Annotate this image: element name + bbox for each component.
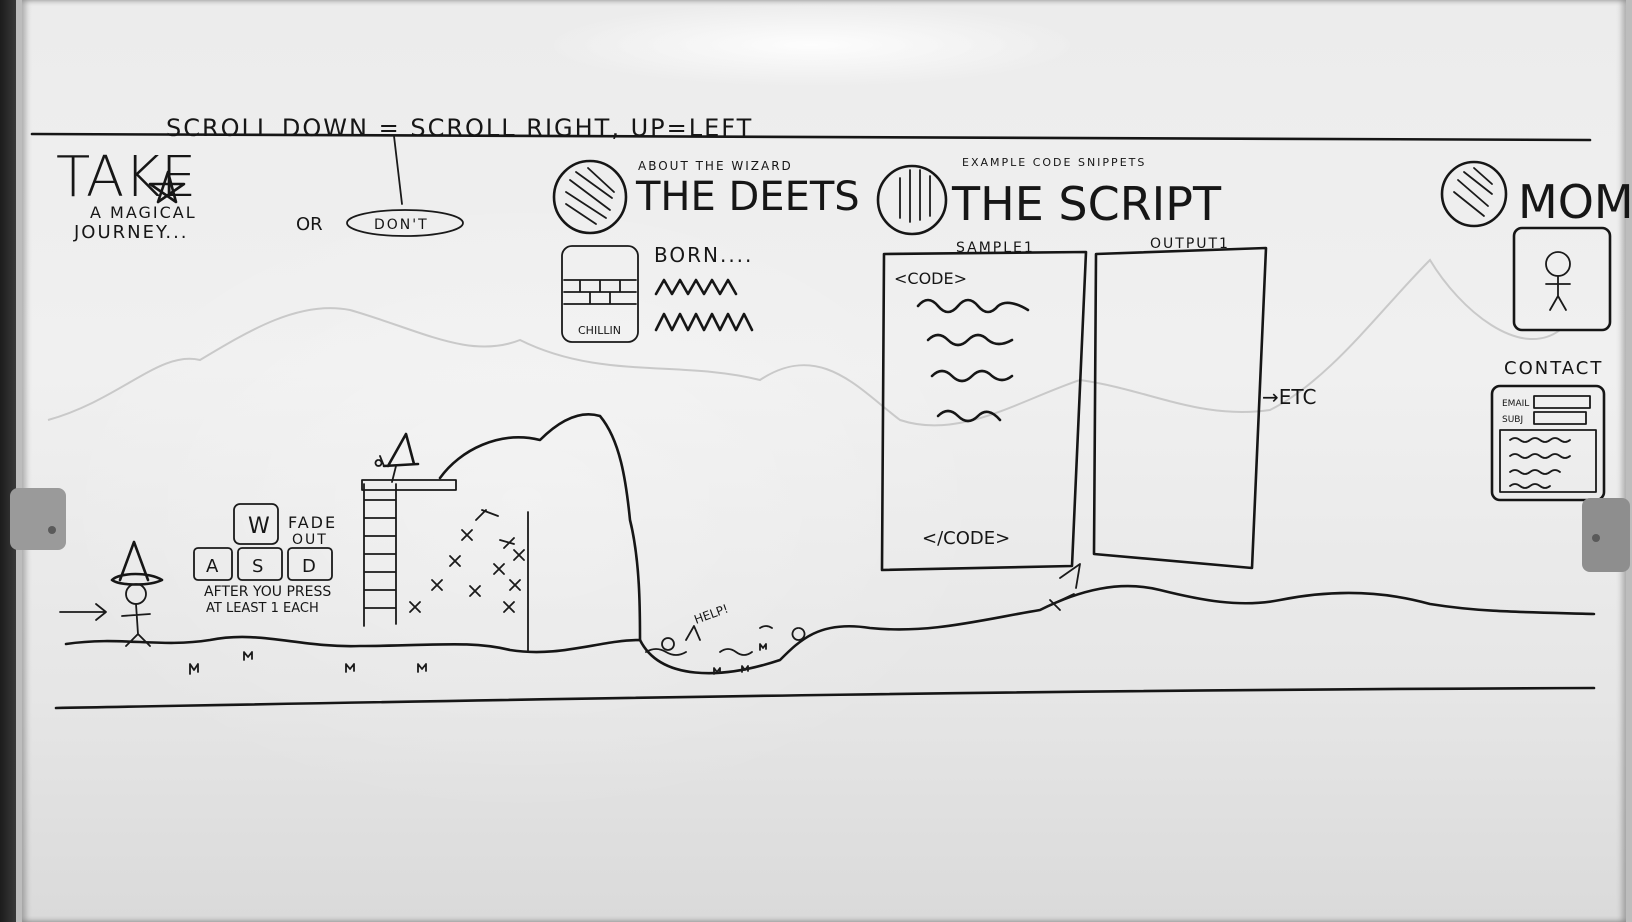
wizard-head	[125, 583, 147, 605]
brick-wall	[563, 279, 637, 305]
sample-panel	[880, 250, 1088, 572]
ladder	[363, 483, 397, 627]
a-key	[193, 547, 233, 581]
s-key-label: S	[252, 556, 263, 577]
mom-planet-icon	[1440, 160, 1508, 228]
born-label: BORN....	[654, 243, 753, 267]
star-icon	[148, 170, 186, 204]
about-planet-icon	[552, 159, 628, 235]
small-wizard-hat-icon	[382, 432, 420, 468]
subj-label: SUBJ	[1502, 415, 1523, 425]
code-open-tag: <CODE>	[894, 269, 967, 288]
script-planet-icon	[876, 164, 948, 236]
help-label: HELP!	[692, 602, 730, 627]
mom-planet-shading	[1453, 167, 1493, 217]
fish-icon	[791, 627, 806, 641]
script-caption: EXAMPLE CODE SNIPPETS	[962, 156, 1146, 169]
note-arrow	[393, 135, 403, 205]
rock-markings	[409, 509, 529, 653]
contact-label: CONTACT	[1504, 358, 1603, 379]
dont-button-outline	[346, 209, 464, 237]
drowning-wizard-hat-icon	[685, 625, 701, 641]
wizard-hat-icon	[110, 540, 164, 586]
code-scribble-4	[936, 409, 1002, 423]
dont-button[interactable]: DON'T	[374, 217, 429, 233]
fade-out-line-1: FADE	[288, 513, 337, 532]
code-scribble-3	[930, 369, 1014, 383]
rock-cliff	[438, 413, 642, 642]
journey-line-2: JOURNEY...	[73, 222, 189, 243]
hill-wizard-body	[1039, 593, 1075, 611]
right-clip-screw	[1592, 534, 1600, 542]
output-panel	[1092, 246, 1268, 570]
message-scribbles	[1509, 437, 1571, 489]
left-board-clip	[10, 488, 66, 550]
erased-mountain-line	[47, 258, 1561, 427]
fade-out-line-2: OUT	[292, 532, 328, 548]
email-field[interactable]	[1533, 395, 1591, 409]
right-board-clip	[1582, 498, 1630, 572]
water-ripples	[645, 625, 773, 656]
about-caption: ABOUT THE WIZARD	[638, 159, 793, 173]
scroll-note: SCROLL DOWN = SCROLL RIGHT, UP=LEFT	[166, 114, 753, 142]
deets-title: THE DEETS	[635, 174, 860, 220]
or-label: OR	[296, 214, 323, 235]
subject-field[interactable]	[1533, 411, 1587, 425]
d-key	[287, 547, 333, 581]
code-scribble-1	[916, 298, 1030, 314]
email-label: EMAIL	[1502, 399, 1529, 409]
contact-form	[1490, 384, 1606, 502]
about-photo-frame	[561, 245, 639, 343]
arrow-right-icon	[59, 603, 107, 621]
message-field[interactable]	[1499, 429, 1597, 493]
wizard-body	[121, 603, 151, 647]
mom-body	[1545, 275, 1571, 311]
d-key-label: D	[302, 556, 316, 577]
s-key	[237, 547, 283, 581]
left-clip-screw	[48, 526, 56, 534]
small-wizard-body	[374, 455, 397, 483]
journey-line-1: A MAGICAL	[90, 203, 197, 222]
etc-label: →ETC	[1262, 385, 1316, 409]
script-title: THE SCRIPT	[951, 177, 1222, 231]
ground-line	[64, 584, 1596, 675]
bottom-border-line	[54, 686, 1596, 710]
w-key	[233, 503, 279, 545]
after-press-line-1: AFTER YOU PRESS	[204, 584, 331, 600]
code-close-tag: </CODE>	[922, 528, 1010, 549]
hill-wizard-hat-icon	[1059, 563, 1081, 589]
chillin-caption: CHILLIN	[578, 324, 621, 337]
grass-tuft	[189, 643, 767, 675]
a-key-label: A	[206, 556, 219, 577]
whiteboard	[16, 0, 1632, 922]
mom-head	[1545, 251, 1571, 277]
w-key-label: W	[248, 514, 270, 539]
scribble-line-1	[654, 278, 738, 296]
mom-title: MOM	[1518, 175, 1632, 229]
mom-photo-frame	[1512, 226, 1612, 332]
after-press-line-2: AT LEAST 1 EACH	[206, 601, 319, 616]
script-planet-shading	[899, 169, 931, 223]
drowning-wizard-head	[661, 637, 675, 651]
about-planet-shading	[565, 167, 615, 225]
code-scribble-2	[926, 333, 1014, 347]
scribble-line-2	[654, 312, 754, 332]
platform	[361, 479, 457, 491]
output-label: OUTPUT1	[1150, 236, 1230, 252]
